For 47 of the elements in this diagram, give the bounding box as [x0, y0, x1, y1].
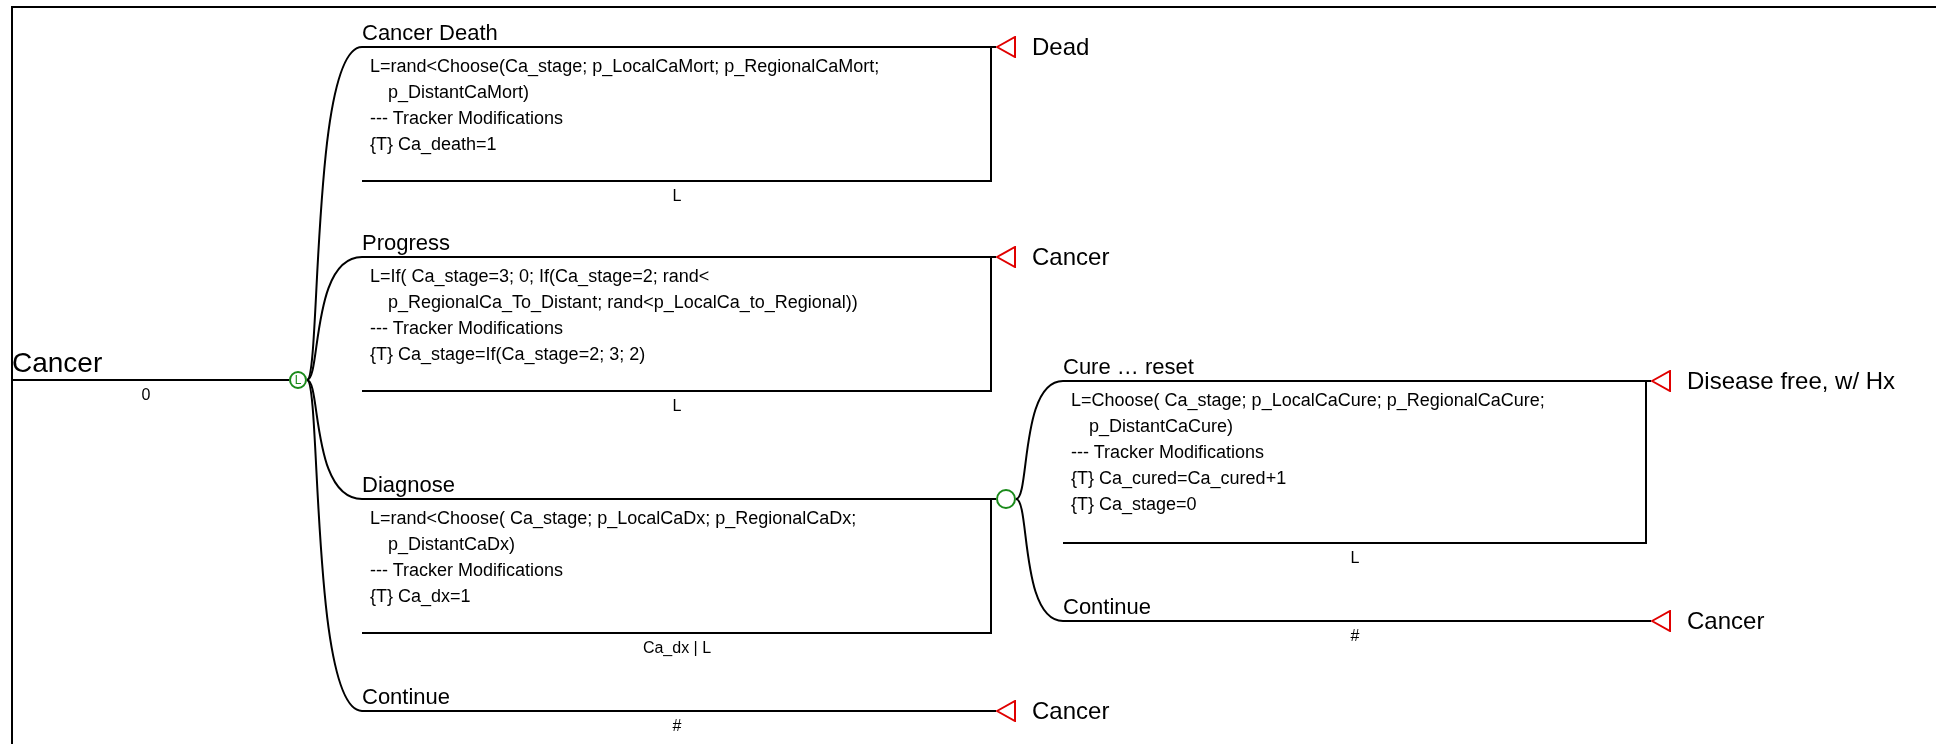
formula-text: {T} Ca_cured=Ca_cured+1 — [1071, 467, 1287, 491]
branch-value: # — [1350, 626, 1360, 646]
tree-branch-line — [1015, 380, 1064, 500]
branch-label: Cure … reset — [1063, 354, 1194, 380]
formula-text: {T} Ca_stage=0 — [1071, 493, 1197, 517]
markov-node: L — [289, 371, 307, 389]
tree-branch-line — [991, 46, 997, 48]
outcome-label: Cancer — [1032, 243, 1110, 271]
formula-text: L=rand<Choose(Ca_stage; p_LocalCaMort; p_RegionalCaMort; p_DistantCaMort) — [370, 55, 881, 105]
formula-text: L=Choose( Ca_stage; p_LocalCaCure; p_RegionalCaCure; p_DistantCaCure) — [1071, 389, 1546, 439]
tree-branch-line — [1646, 620, 1652, 622]
chance-node — [996, 489, 1016, 509]
formula-text: {T} Ca_dx=1 — [370, 585, 471, 609]
formula-text: --- Tracker Modifications — [1071, 441, 1265, 464]
formula-text: {T} Ca_stage=If(Ca_stage=2; 3; 2) — [370, 343, 646, 367]
tree-branch-line — [1015, 498, 1064, 622]
tree-branch-line — [279, 379, 290, 381]
tree-branch-line — [306, 379, 363, 712]
branch-value: Ca_dx | L — [642, 638, 712, 658]
formula-text: --- Tracker Modifications — [370, 317, 564, 340]
outcome-label: Cancer — [1032, 697, 1110, 725]
branch-label: Cancer Death — [362, 20, 498, 46]
branch-value: L — [1350, 548, 1360, 568]
branch-label: Progress — [362, 230, 451, 256]
branch-label: Diagnose — [362, 472, 455, 498]
formula-text: --- Tracker Modifications — [370, 559, 564, 582]
tree-branch-line — [991, 710, 997, 712]
formula-text: L=If( Ca_stage=3; 0; If(Ca_stage=2; rand< p_RegionalCa_To_Distant; rand<p_LocalCa_to_Regional)) — [370, 265, 859, 315]
tree-branch-line — [991, 256, 997, 258]
outcome-label: Dead — [1032, 33, 1090, 61]
tree-branch-line — [306, 256, 363, 381]
branch-label: Cancer — [12, 347, 103, 379]
tree-branch-line — [1646, 380, 1652, 382]
tree-branch-line — [306, 46, 363, 381]
branch-label: Continue — [362, 684, 451, 710]
formula-text: --- Tracker Modifications — [370, 107, 564, 130]
tree-branch-line — [306, 379, 363, 500]
branch-value: # — [672, 716, 682, 736]
outcome-label: Cancer — [1687, 607, 1765, 635]
formula-text: L=rand<Choose( Ca_stage; p_LocalCaDx; p_RegionalCaDx; p_DistantCaDx) — [370, 507, 858, 557]
branch-value: 0 — [141, 385, 151, 405]
formula-text: {T} Ca_death=1 — [370, 133, 497, 157]
outcome-label: Disease free, w/ Hx — [1687, 367, 1896, 395]
branch-value: L — [672, 396, 682, 416]
tree-branch-line — [991, 498, 997, 500]
branch-label: Continue — [1063, 594, 1152, 620]
branch-value: L — [672, 186, 682, 206]
